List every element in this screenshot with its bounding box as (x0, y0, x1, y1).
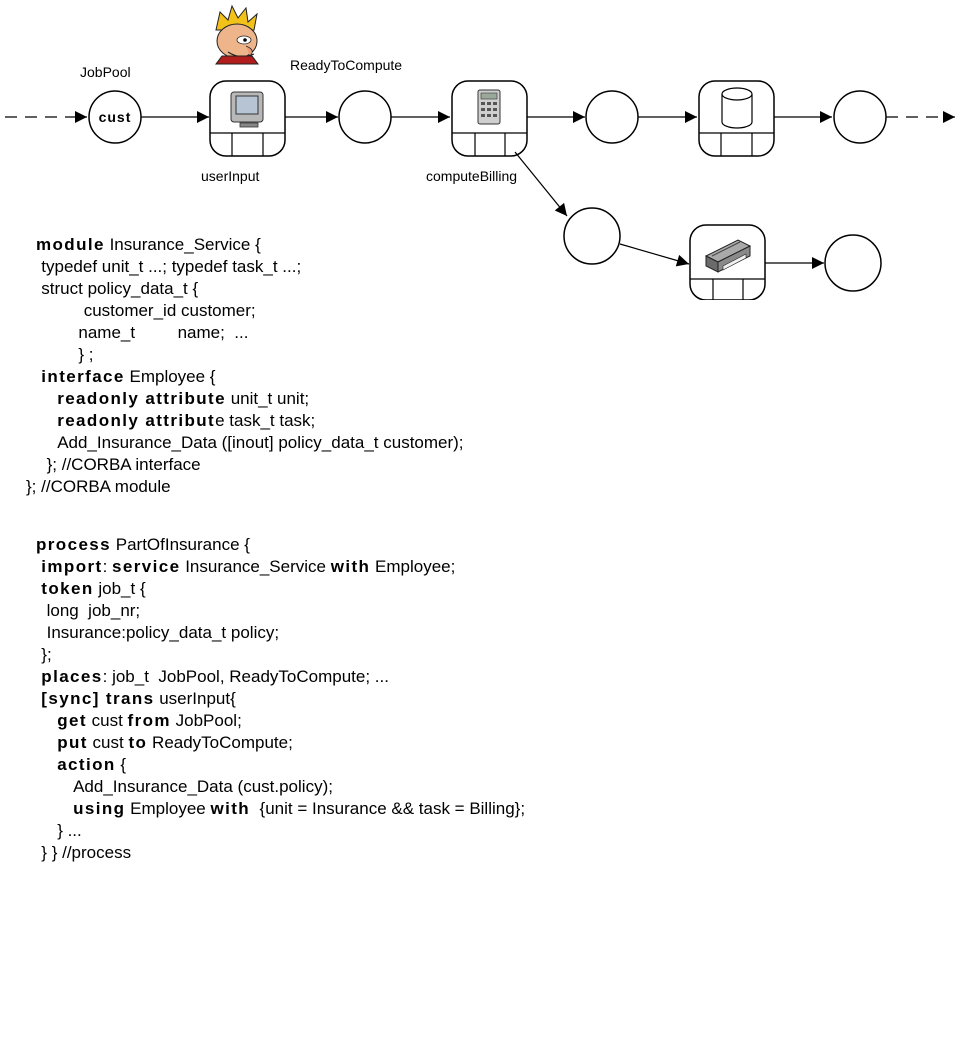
printer-icon (704, 239, 752, 273)
code-line: }; //CORBA interface (47, 455, 201, 475)
place-7 (824, 234, 882, 292)
code-line: action { (57, 755, 126, 775)
code-line: get cust from JobPool; (57, 711, 242, 731)
code-text: unit_t unit; (225, 389, 310, 408)
userinput-label: userInput (201, 168, 259, 184)
code-text: cust (87, 733, 129, 752)
petri-net-diagram: cust JobPool userInput ReadyToCompute (5, 4, 955, 300)
code-keyword: using (73, 799, 126, 818)
code-line: name_t name; ... (78, 323, 248, 343)
code-keyword: token (41, 579, 94, 598)
code-line: }; (41, 645, 51, 665)
code-line: token job_t { (41, 579, 145, 599)
code-text: { (115, 755, 127, 774)
arc-place6-printer (619, 243, 690, 267)
code-text: cust (86, 711, 128, 730)
code-text: Employee (125, 799, 211, 818)
code-line: readonly attribute unit_t unit; (57, 389, 309, 409)
arc-computebilling-place6 (514, 151, 568, 217)
code-line: process PartOfInsurance { (36, 535, 250, 555)
code-line: module Insurance_Service { (36, 235, 261, 255)
place-6 (563, 207, 621, 265)
code-line: customer_id customer; (84, 301, 256, 321)
database-cylinder-icon (721, 87, 753, 129)
code-keyword: with (330, 557, 371, 576)
code-text: long job_nr; (46, 601, 141, 620)
code-text: : (102, 557, 113, 576)
code-keyword: from (127, 711, 171, 730)
code-text: typedef unit_t ...; typedef task_t ...; (41, 257, 302, 276)
code-line: import: service Insurance_Service with E… (41, 557, 455, 577)
code-keyword: service (112, 557, 181, 576)
code-text: job_t { (93, 579, 146, 598)
code-text: Insurance_Service (180, 557, 331, 576)
code-keyword: with (210, 799, 251, 818)
code-line: readonly attribute task_t task; (57, 411, 315, 431)
code-text: JobPool; (170, 711, 242, 730)
code-keyword: interface (41, 367, 125, 386)
code-keyword: readonly attribut (57, 411, 216, 430)
code-line: Add_Insurance_Data (cust.policy); (73, 777, 333, 797)
place-jobpool: cust (88, 90, 142, 144)
code-keyword: put (57, 733, 88, 752)
code-line: typedef unit_t ...; typedef task_t ...; (41, 257, 301, 277)
code-text: Employee; (370, 557, 456, 576)
code-line: } } //process (41, 843, 131, 863)
code-keyword: places (41, 667, 103, 686)
code-line: places: job_t JobPool, ReadyToCompute; .… (41, 667, 389, 687)
code-text: : job_t JobPool, ReadyToCompute; ... (102, 667, 389, 686)
code-line: } ; (78, 345, 93, 365)
code-text: Insurance_Service { (104, 235, 261, 254)
code-keyword: process (36, 535, 112, 554)
code-text: e task_t task; (215, 411, 316, 430)
code-text: struct policy_data_t { (41, 279, 199, 298)
code-line: [sync] trans userInput{ (41, 689, 235, 709)
code-text: } ... (57, 821, 82, 840)
code-line: struct policy_data_t { (41, 279, 198, 299)
readytocompute-label: ReadyToCompute (290, 57, 402, 73)
code-line: Insurance:policy_data_t policy; (47, 623, 279, 643)
code-line: } ... (57, 821, 82, 841)
code-keyword: [sync] trans (41, 689, 155, 708)
code-text: {unit = Insurance && task = Billing}; (250, 799, 526, 818)
code-text: }; (41, 645, 52, 664)
jobpool-token-label: cust (99, 109, 132, 125)
computebilling-label: computeBilling (426, 168, 517, 184)
cartoon-person-icon (215, 4, 259, 65)
jobpool-label: JobPool (80, 64, 131, 80)
calculator-icon (477, 89, 501, 125)
code-line: }; //CORBA module (26, 477, 171, 497)
computer-terminal-icon (230, 91, 264, 128)
code-text: Insurance:policy_data_t policy; (46, 623, 280, 642)
code-text: Employee { (124, 367, 216, 386)
transition-userinput (209, 80, 286, 157)
code-line: using Employee with {unit = Insurance &&… (73, 799, 525, 819)
code-text: userInput{ (154, 689, 236, 708)
code-line: interface Employee { (41, 367, 215, 387)
code-line: Add_Insurance_Data ([inout] policy_data_… (57, 433, 463, 453)
code-text: } ; (78, 345, 94, 364)
code-keyword: readonly attribute (57, 389, 226, 408)
code-keyword: to (128, 733, 148, 752)
code-text: Add_Insurance_Data (cust.policy); (73, 777, 333, 796)
transition-computebilling (451, 80, 528, 157)
code-keyword: get (57, 711, 87, 730)
code-text: customer_id customer; (83, 301, 256, 320)
code-text: ReadyToCompute; (147, 733, 293, 752)
code-keyword: action (57, 755, 116, 774)
transition-database (698, 80, 775, 157)
code-line: put cust to ReadyToCompute; (57, 733, 293, 753)
code-keyword: import (41, 557, 103, 576)
code-text: PartOfInsurance { (111, 535, 250, 554)
code-keyword: module (36, 235, 105, 254)
code-text: name_t name; ... (78, 323, 249, 342)
code-text: } } //process (41, 843, 132, 862)
code-line: long job_nr; (47, 601, 141, 621)
code-text: Add_Insurance_Data ([inout] policy_data_… (57, 433, 464, 452)
code-text: }; //CORBA interface (46, 455, 201, 474)
code-text: }; //CORBA module (26, 477, 171, 496)
